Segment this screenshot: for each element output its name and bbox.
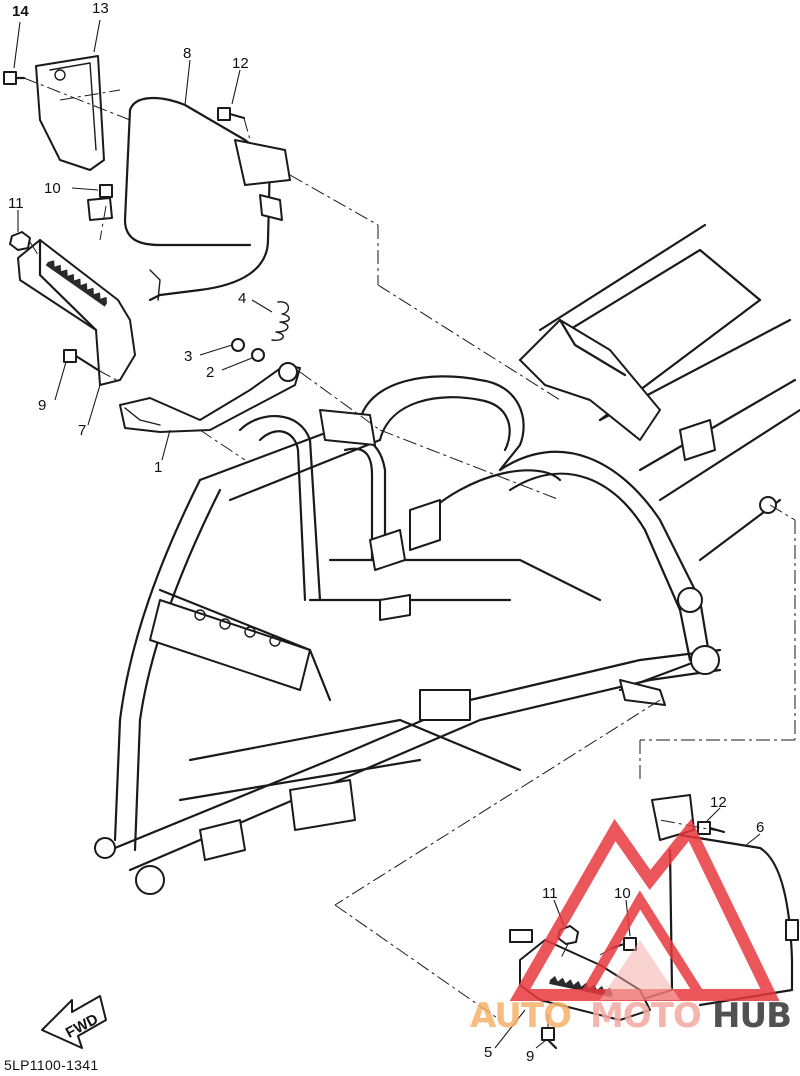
callout-11-right: 11	[542, 885, 558, 902]
part-13-guard-plate	[35, 55, 105, 171]
callout-5: 5	[484, 1044, 492, 1061]
assembly-lines	[23, 77, 796, 1028]
part-12-bolt-right	[697, 821, 726, 835]
callout-12-right: 12	[710, 794, 727, 811]
callout-8: 8	[183, 45, 191, 62]
watermark-logo-icon	[509, 818, 780, 1001]
part-9-bolt-right	[541, 1027, 558, 1050]
main-frame	[94, 223, 800, 895]
watermark-text-hub: HUB	[712, 996, 791, 1036]
part-1-brake-pedal	[119, 364, 301, 433]
part-12-bolt-top	[217, 107, 246, 121]
callout-3: 3	[184, 348, 192, 365]
watermark-text-auto: AUTO	[470, 996, 571, 1036]
callout-2: 2	[206, 364, 214, 381]
callout-11-left: 11	[8, 195, 24, 212]
part-11-nut-left	[9, 231, 31, 251]
watermark-text-moto: MOTO	[590, 996, 701, 1036]
callout-13: 13	[92, 0, 109, 17]
callout-12-top: 12	[232, 55, 249, 72]
automotohub-watermark: AUTO MOTO HUB	[470, 818, 792, 1036]
callout-6: 6	[756, 819, 764, 836]
part-4-spring	[271, 301, 290, 342]
callout-14: 14	[12, 3, 29, 20]
part-7-footrest-left	[17, 239, 136, 386]
callout-4: 4	[238, 290, 246, 307]
part-3-clip	[231, 338, 245, 352]
callout-9-right: 9	[526, 1048, 534, 1065]
callout-10-right: 10	[614, 885, 631, 902]
callout-7: 7	[78, 422, 86, 439]
callout-10-left: 10	[44, 180, 61, 197]
callout-1: 1	[154, 459, 162, 476]
part-14-bolt	[3, 71, 26, 85]
part-8-bracket	[128, 96, 272, 302]
callout-9-left: 9	[38, 397, 46, 414]
leader-lines	[13, 19, 761, 1049]
part-9-bolt-left	[63, 349, 100, 372]
part-6-bracket	[678, 833, 794, 1007]
callout-labels: 13 14 8 12 10 11 4 3 2 9 7 1 12 6 11 10 …	[8, 0, 764, 1065]
fwd-arrow: FWD	[41, 995, 107, 1049]
part-2-collar	[251, 348, 265, 362]
diagram-reference-code: 5LP1100-1341	[4, 1057, 99, 1073]
